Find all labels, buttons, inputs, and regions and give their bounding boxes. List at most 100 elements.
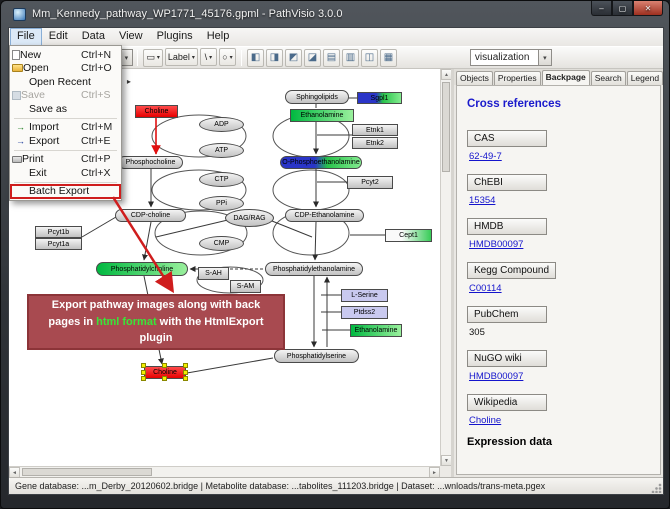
selection-handle[interactable] — [141, 376, 146, 381]
align-bottom-icon[interactable]: ▥ — [342, 49, 359, 67]
pathway-node-cmp[interactable]: CMP — [199, 236, 244, 251]
tab-legend[interactable]: Legend — [627, 71, 663, 85]
menu-file[interactable]: File — [10, 28, 42, 46]
scroll-thumb[interactable] — [442, 82, 450, 172]
pathway-node-s-ah[interactable]: S-AH — [198, 267, 229, 280]
align-center-x-icon[interactable]: ◧ — [247, 49, 264, 67]
pathway-node-phosphatidylserine[interactable]: Phosphatidylserine — [274, 349, 359, 363]
pathway-node-s-am[interactable]: S-AM — [230, 280, 261, 293]
pathway-node-o-phosphoethanolamine[interactable]: O-Phosphoethanolamine — [280, 156, 362, 169]
xref-id-link[interactable]: C00114 — [469, 283, 650, 294]
menu-edit[interactable]: Edit — [42, 28, 75, 46]
visualization-combobox[interactable]: visualization — [470, 49, 552, 66]
pathway-node-ppi[interactable]: PPi — [199, 196, 244, 211]
pathway-node-etnk1[interactable]: Etnk1 — [352, 124, 398, 136]
pathway-node-l-serine[interactable]: L-Serine — [341, 289, 388, 302]
pathway-node-ptdss2[interactable]: Ptdss2 — [341, 306, 388, 319]
menu-item-save[interactable]: SaveCtrl+S — [11, 89, 120, 103]
align-top-icon[interactable]: ▤ — [323, 49, 340, 67]
scroll-left-icon[interactable]: ◄ — [9, 467, 20, 477]
menu-plugins[interactable]: Plugins — [150, 28, 200, 46]
close-button[interactable]: ✕ — [633, 1, 663, 16]
side-panel: ObjectsPropertiesBackpageSearchLegend Cr… — [451, 69, 663, 477]
menu-help[interactable]: Help — [200, 28, 237, 46]
export-arrow-icon — [12, 136, 29, 146]
menu-item-print[interactable]: PrintCtrl+P — [11, 153, 120, 167]
scroll-right-icon[interactable]: ► — [429, 467, 440, 477]
selection-handle[interactable] — [162, 376, 167, 381]
menu-item-open[interactable]: OpenCtrl+O — [11, 62, 120, 76]
xref-id-link[interactable]: 15354 — [469, 195, 650, 206]
pathway-node-phosphocholine[interactable]: Phosphocholine — [118, 156, 183, 169]
pathway-node-sphingolipids[interactable]: Sphingolipids — [285, 90, 349, 104]
menu-item-exit[interactable]: ExitCtrl+X — [11, 166, 120, 180]
chevron-down-icon: ▾ — [157, 54, 160, 61]
pathway-node-dag[interactable]: DAG/RAG — [225, 209, 274, 227]
match-height-icon[interactable]: ▦ — [380, 49, 397, 67]
menu-item-batch-export[interactable]: Batch Export — [11, 185, 120, 199]
pathway-node-ethanolamine-top[interactable]: Ethanolamine — [290, 109, 354, 122]
tab-search[interactable]: Search — [591, 71, 626, 85]
pathway-node-ethanolamine-bottom[interactable]: Ethanolamine — [350, 324, 402, 337]
menu-data[interactable]: Data — [75, 28, 112, 46]
scroll-track[interactable] — [20, 467, 429, 477]
tool-glyph: \ — [205, 52, 208, 62]
pathway-node-cdp-ethanolamine[interactable]: CDP-Ethanolamine — [285, 209, 364, 222]
menu-item-save-as[interactable]: Save as — [11, 102, 120, 116]
pathway-node-pcyt2[interactable]: Pcyt2 — [347, 176, 393, 189]
tool-glyph: ▭ — [146, 52, 155, 63]
scroll-thumb[interactable] — [22, 468, 152, 476]
tab-objects[interactable]: Objects — [456, 71, 493, 85]
selection-handle[interactable] — [183, 370, 188, 375]
align-center-y-icon[interactable]: ◨ — [266, 49, 283, 67]
maximize-button[interactable]: ▢ — [612, 1, 633, 16]
align-left-icon[interactable]: ◩ — [285, 49, 302, 67]
selection-handle[interactable] — [183, 363, 188, 368]
line-tool-icon[interactable]: \▾ — [200, 48, 217, 66]
pathway-node-choline-top[interactable]: Choline — [135, 105, 178, 118]
menu-item-import[interactable]: ImportCtrl+M — [11, 121, 120, 135]
pathway-node-adp[interactable]: ADP — [199, 117, 244, 132]
menu-item-open-recent[interactable]: Open Recent▸ — [11, 75, 120, 89]
selection-handle[interactable] — [183, 376, 188, 381]
label-tool-icon[interactable]: Label▾ — [165, 48, 198, 66]
xref-id-link[interactable]: HMDB00097 — [469, 371, 650, 382]
canvas-horizontal-scrollbar[interactable]: ◄ ► — [9, 466, 440, 477]
menu-item-new[interactable]: NewCtrl+N — [11, 48, 120, 62]
align-right-icon[interactable]: ◪ — [304, 49, 321, 67]
pathway-node-phosphatidylethanolamine[interactable]: Phosphatidylethanolamine — [265, 262, 363, 276]
resize-grip[interactable] — [651, 482, 662, 493]
menu-item-export[interactable]: ExportCtrl+E — [11, 134, 120, 148]
pathway-node-cept1[interactable]: Cept1 — [385, 229, 432, 242]
menu-separator — [14, 150, 117, 151]
scroll-down-icon[interactable]: ▼ — [441, 455, 451, 466]
pathway-node-etnk2[interactable]: Etnk2 — [352, 137, 398, 149]
match-width-icon[interactable]: ◫ — [361, 49, 378, 67]
pathway-node-sgpl1[interactable]: Sgpl1 — [357, 92, 402, 104]
menu-view[interactable]: View — [112, 28, 150, 46]
pathway-node-cdp-choline[interactable]: CDP-choline — [115, 209, 186, 222]
selection-handle[interactable] — [162, 363, 167, 368]
scroll-up-icon[interactable]: ▲ — [441, 69, 451, 80]
pathway-edge — [315, 222, 316, 260]
tab-backpage[interactable]: Backpage — [542, 70, 590, 85]
selection-handle[interactable] — [141, 370, 146, 375]
minimize-button[interactable]: – — [591, 1, 612, 16]
xref-id-link[interactable]: Choline — [469, 415, 650, 426]
tab-properties[interactable]: Properties — [494, 71, 541, 85]
pathway-node-pcyt1a[interactable]: Pcyt1a — [35, 238, 82, 250]
xref-section-nugo-wiki: NuGO wikiHMDB00097 — [467, 348, 650, 382]
xref-id-link[interactable]: 62-49-7 — [469, 151, 650, 162]
pathway-node-atp[interactable]: ATP — [199, 143, 244, 158]
chevron-down-icon[interactable] — [538, 50, 551, 65]
selection-handle[interactable] — [141, 363, 146, 368]
shape-tool-icon[interactable]: ○▾ — [219, 48, 236, 66]
xref-id-link[interactable]: HMDB00097 — [469, 239, 650, 250]
scroll-track[interactable] — [441, 80, 451, 455]
gene-product-tool-icon[interactable]: ▭▾ — [143, 49, 163, 67]
pathway-node-pcyt1b[interactable]: Pcyt1b — [35, 226, 82, 238]
canvas-vertical-scrollbar[interactable]: ▲ ▼ — [440, 69, 451, 466]
pathway-node-phosphatidylcholine[interactable]: Phosphatidylcholine — [96, 262, 188, 276]
titlebar[interactable]: Mm_Kennedy_pathway_WP1771_45176.gpml - P… — [1, 1, 669, 27]
pathway-node-ctp[interactable]: CTP — [199, 172, 244, 187]
